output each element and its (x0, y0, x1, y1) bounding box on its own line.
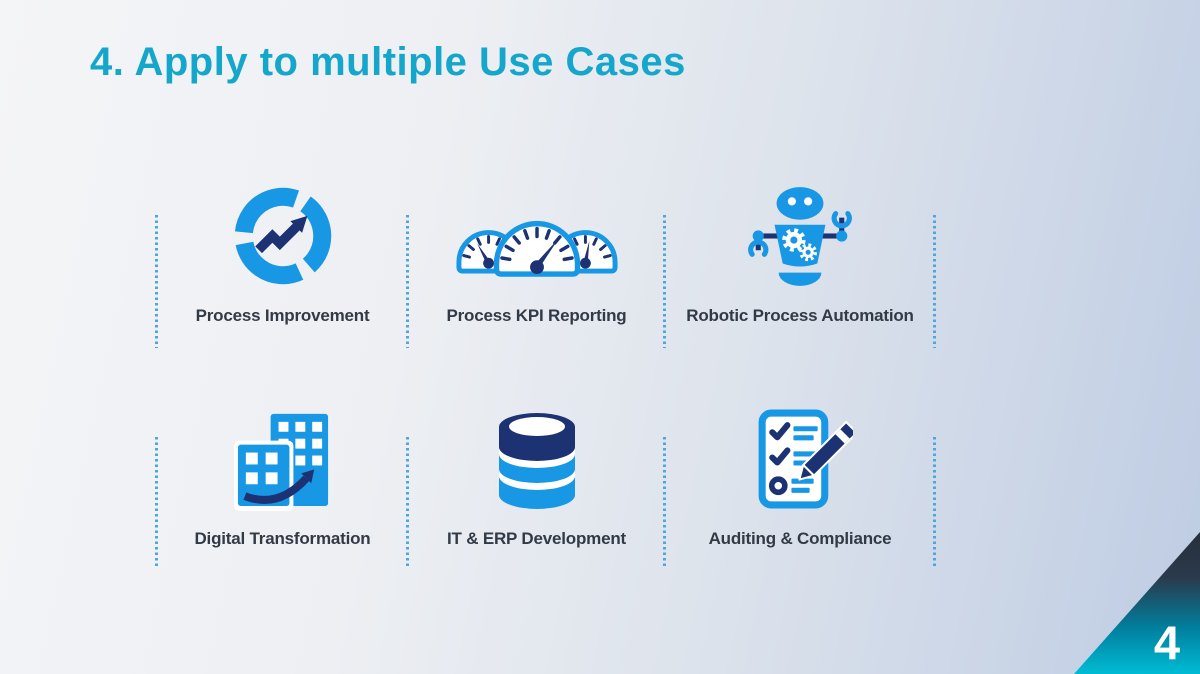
use-case-row-2: Digital Transformation IT & ERP Developm… (157, 395, 935, 549)
divider-row2-mid-right (663, 437, 666, 568)
divider-row2-left (155, 437, 158, 568)
use-case-it-erp-development: IT & ERP Development (408, 395, 665, 549)
gauges-icon (453, 172, 621, 300)
robot-gears-icon (744, 172, 856, 300)
use-case-process-kpi-reporting: Process KPI Reporting (408, 172, 665, 326)
divider-row2-right (933, 437, 936, 568)
divider-row1-mid-right (663, 215, 666, 348)
process-cycle-growth-icon (230, 172, 336, 300)
corner-triangle: 4 (1074, 532, 1200, 674)
use-case-row-1: Process Improvement (157, 172, 935, 326)
use-case-auditing-compliance: Auditing & Compliance (665, 395, 935, 549)
slide-title: 4. Apply to multiple Use Cases (90, 40, 686, 84)
divider-row1-left (155, 215, 158, 348)
divider-row2-mid-left (406, 437, 409, 568)
use-case-robotic-process-automation: Robotic Process Automation (665, 172, 935, 326)
checklist-pencil-icon (747, 395, 853, 523)
use-case-label: Digital Transformation (194, 529, 371, 548)
use-case-label: Process KPI Reporting (446, 306, 627, 325)
page-number: 4 (1153, 616, 1180, 669)
use-case-digital-transformation: Digital Transformation (157, 395, 408, 549)
divider-row1-right (933, 215, 936, 348)
use-case-label: Robotic Process Automation (686, 306, 914, 325)
use-case-label: Process Improvement (195, 306, 370, 325)
buildings-arrow-icon (231, 395, 335, 523)
divider-row1-mid-left (406, 215, 409, 348)
use-case-label: IT & ERP Development (447, 529, 626, 548)
database-icon (492, 395, 582, 523)
use-case-label: Auditing & Compliance (708, 529, 892, 548)
use-case-process-improvement: Process Improvement (157, 172, 408, 326)
